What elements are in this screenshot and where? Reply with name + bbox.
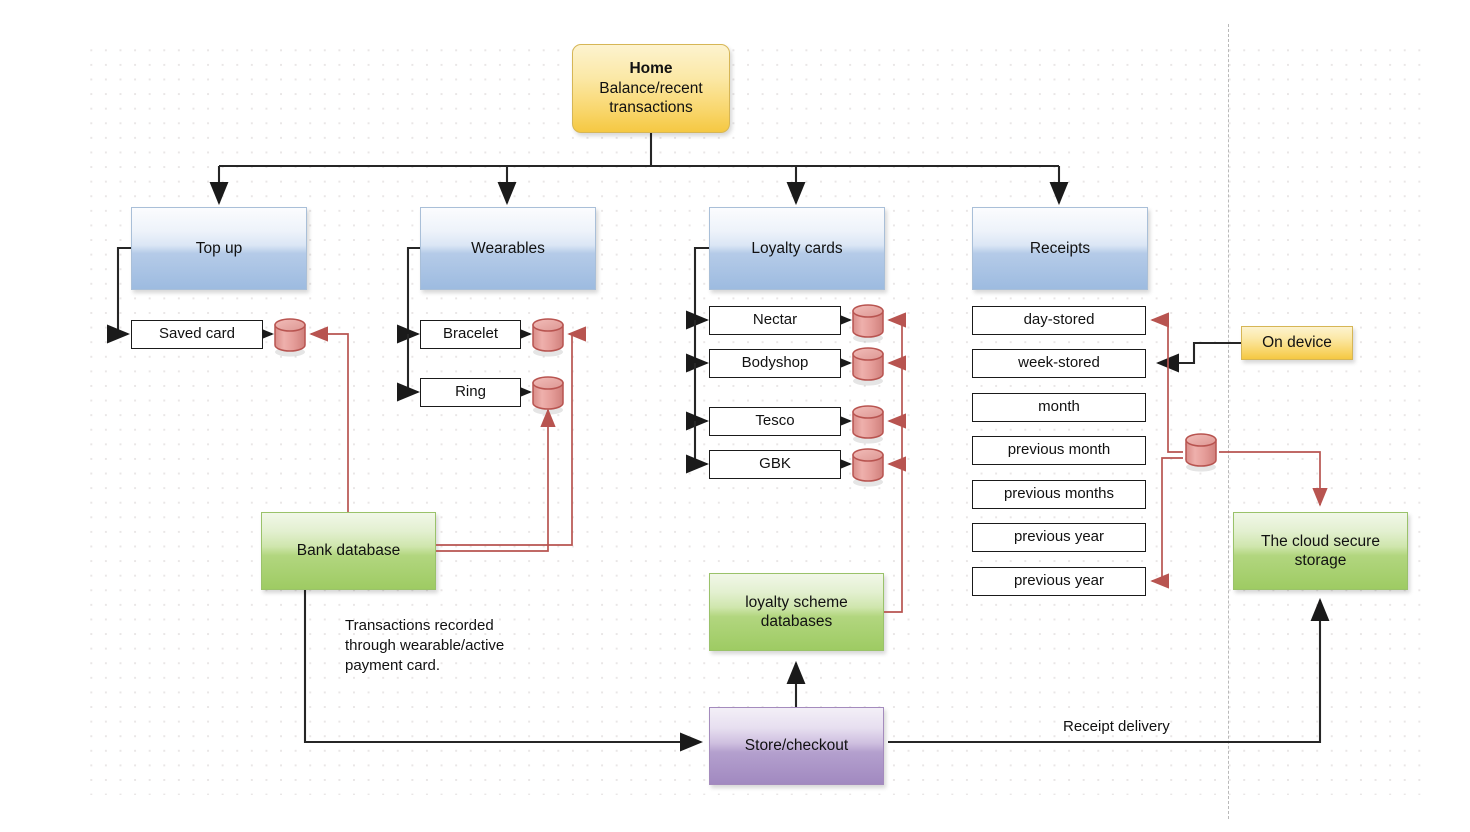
page-break-line <box>1228 24 1229 819</box>
node-receipt-week-stored[interactable]: week-stored <box>972 349 1146 378</box>
node-receipt-week-stored-label: week-stored <box>1018 354 1100 372</box>
node-receipt-previous-month-label: previous month <box>1007 441 1111 459</box>
node-receipt-day-stored[interactable]: day-stored <box>972 306 1146 335</box>
node-saved-card[interactable]: Saved card <box>131 320 263 349</box>
node-top-up-label: Top up <box>195 239 243 257</box>
node-receipt-previous-year-2[interactable]: previous year <box>972 567 1146 596</box>
node-gbk-label: GBK <box>759 455 791 473</box>
grid-margin-top <box>0 0 1470 40</box>
node-bank-database-label: Bank database <box>296 542 401 560</box>
node-ring[interactable]: Ring <box>420 378 521 407</box>
node-gbk[interactable]: GBK <box>709 450 841 479</box>
node-store-checkout[interactable]: Store/checkout <box>709 707 884 785</box>
db-icon-bodyshop <box>852 347 884 386</box>
node-on-device-label: On device <box>1262 334 1332 352</box>
node-on-device[interactable]: On device <box>1241 326 1353 360</box>
home-subtitle: Balance/recent transactions <box>599 79 703 117</box>
node-receipt-previous-months[interactable]: previous months <box>972 480 1146 509</box>
node-home[interactable]: Home Balance/recent transactions <box>572 44 730 133</box>
node-receipt-day-stored-label: day-stored <box>1023 311 1095 329</box>
node-saved-card-label: Saved card <box>159 325 235 343</box>
db-icon-tesco <box>852 405 884 444</box>
node-bracelet-label: Bracelet <box>442 325 499 343</box>
node-loyalty-cards-label: Loyalty cards <box>751 239 843 257</box>
node-tesco-label: Tesco <box>755 412 795 430</box>
node-loyalty-scheme-databases-label: loyalty scheme databases <box>745 593 848 630</box>
node-receipt-previous-year-1[interactable]: previous year <box>972 523 1146 552</box>
node-receipt-previous-month[interactable]: previous month <box>972 436 1146 465</box>
node-receipt-previous-year-1-label: previous year <box>1013 528 1105 546</box>
node-ring-label: Ring <box>455 383 486 401</box>
node-receipts-label: Receipts <box>1029 239 1091 257</box>
node-bodyshop[interactable]: Bodyshop <box>709 349 841 378</box>
node-store-checkout-label: Store/checkout <box>744 737 849 755</box>
node-receipt-month-label: month <box>1038 398 1080 416</box>
node-loyalty-cards[interactable]: Loyalty cards <box>709 207 885 290</box>
node-nectar-label: Nectar <box>752 311 798 329</box>
node-tesco[interactable]: Tesco <box>709 407 841 436</box>
node-wearables-label: Wearables <box>471 239 545 257</box>
node-receipts[interactable]: Receipts <box>972 207 1148 290</box>
grid-margin-left <box>0 0 84 832</box>
node-receipt-month[interactable]: month <box>972 393 1146 422</box>
node-cloud-secure-storage[interactable]: The cloud secure storage <box>1233 512 1408 590</box>
node-cloud-secure-storage-label: The cloud secure storage <box>1261 532 1380 569</box>
db-icon-gbk <box>852 448 884 487</box>
grid-margin-bottom <box>0 795 1470 832</box>
node-top-up[interactable]: Top up <box>131 207 307 290</box>
node-nectar[interactable]: Nectar <box>709 306 841 335</box>
db-icon-cloud-sync <box>1185 433 1217 472</box>
node-receipt-previous-year-2-label: previous year <box>1013 572 1105 590</box>
home-title: Home <box>629 60 673 78</box>
node-bank-database[interactable]: Bank database <box>261 512 436 590</box>
node-receipt-previous-months-label: previous months <box>1003 485 1115 503</box>
node-loyalty-scheme-databases[interactable]: loyalty scheme databases <box>709 573 884 651</box>
db-icon-saved-card <box>274 318 306 357</box>
node-bodyshop-label: Bodyshop <box>741 354 809 372</box>
db-icon-bracelet <box>532 318 564 357</box>
db-icon-nectar <box>852 304 884 343</box>
annotation-receipt-delivery: Receipt delivery <box>1063 718 1170 735</box>
node-bracelet[interactable]: Bracelet <box>420 320 521 349</box>
node-wearables[interactable]: Wearables <box>420 207 596 290</box>
db-icon-ring <box>532 376 564 415</box>
annotation-transactions-note: Transactions recorded through wearable/a… <box>345 617 505 674</box>
grid-margin-right <box>1432 0 1470 832</box>
